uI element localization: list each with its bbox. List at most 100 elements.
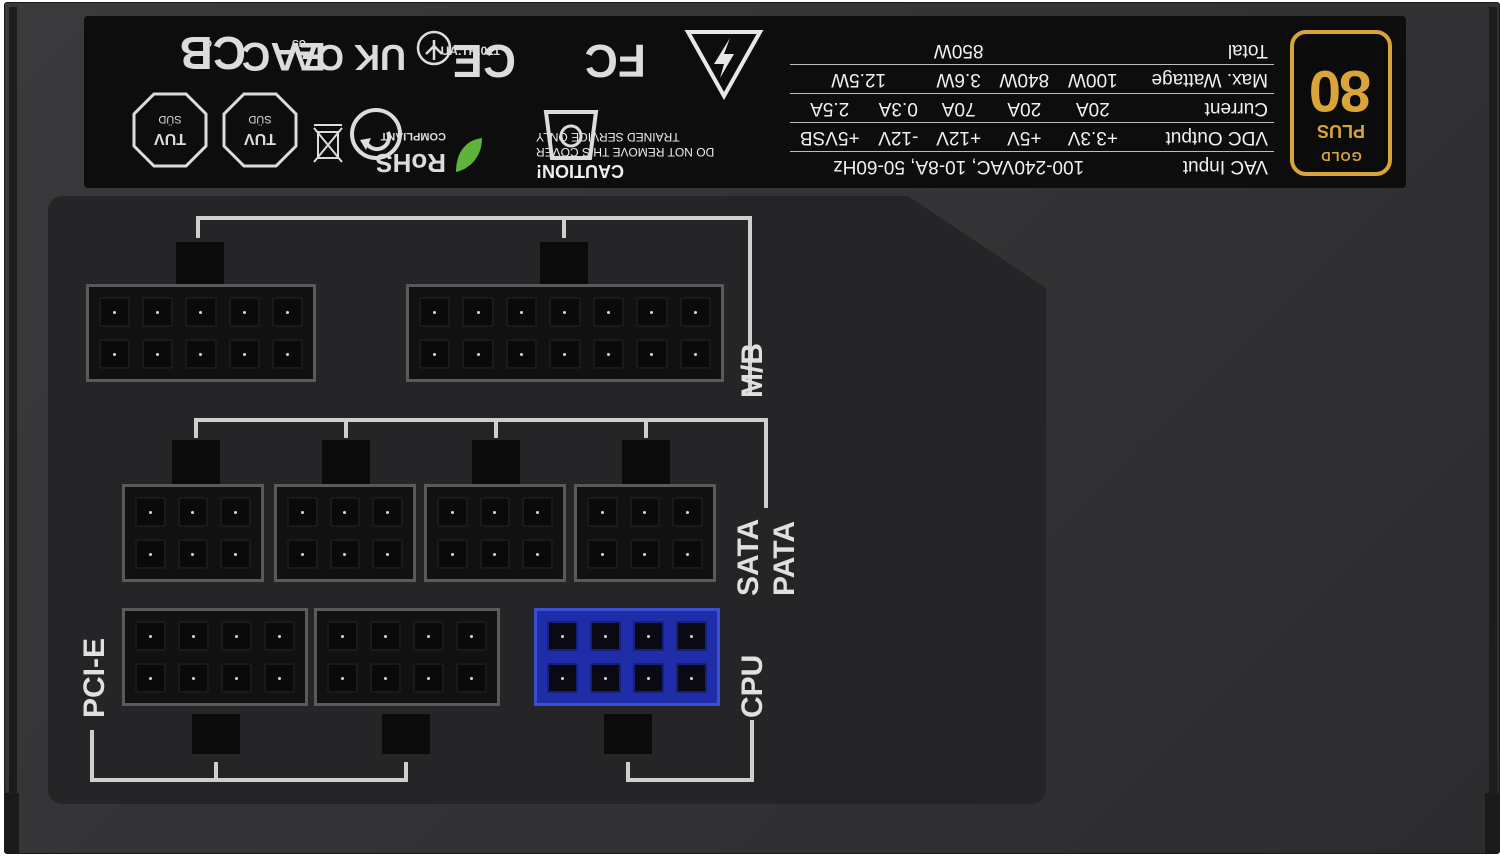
connector-pin	[676, 663, 707, 693]
connector-pin	[413, 663, 444, 693]
badge-plus-text: PLUS	[1317, 121, 1366, 141]
connector-pin	[676, 621, 707, 651]
sata-label: SATA	[732, 518, 765, 596]
connector-pin	[228, 297, 260, 327]
connector-pin	[505, 339, 538, 369]
connector-pin	[142, 339, 174, 369]
group-bracket-line	[644, 418, 648, 438]
connector-pin	[505, 297, 538, 327]
connector-pin	[547, 663, 578, 693]
rohs-mark-icon: RoHS	[375, 148, 446, 178]
connector-pin	[177, 539, 209, 569]
leaf-icon	[456, 138, 482, 172]
spec-cell: 840W	[990, 64, 1059, 94]
connector-pin	[185, 339, 217, 369]
connector-pin	[679, 339, 711, 369]
connector-pin	[220, 539, 251, 569]
pcie-connector-1	[122, 608, 308, 706]
group-bracket-line	[214, 762, 218, 782]
pcie-label: PCI-E	[78, 637, 111, 718]
group-bracket-line	[626, 778, 754, 782]
spec-row-header: Total	[1227, 40, 1268, 61]
spec-cell: 70A	[927, 93, 991, 123]
connector-pin	[372, 497, 403, 527]
connector-pin	[177, 497, 209, 527]
connector-pin	[287, 497, 318, 527]
connector-pin	[437, 497, 468, 527]
connector-pin	[228, 339, 260, 369]
badge-gold-text: GOLD	[1320, 149, 1362, 164]
mb-label: M/B	[736, 343, 769, 398]
ce-mark-icon: CE	[452, 35, 516, 87]
connector-pin	[636, 297, 668, 327]
connector-pin	[372, 539, 403, 569]
cb-mark-icon: CB	[179, 27, 246, 79]
spec-cell: 3.6W	[927, 64, 991, 94]
connector-pin	[456, 621, 487, 651]
tuv-sud-mark-icon: TUV SÜD	[132, 92, 208, 168]
group-bracket-line	[90, 778, 408, 782]
connector-pin	[178, 621, 209, 651]
group-bracket-line	[344, 418, 348, 438]
connector-latch	[622, 440, 670, 484]
connector-pin	[99, 297, 131, 327]
spec-row: VDC Output+3.3V+5V+12V-12V+5VSB	[790, 122, 1274, 152]
connector-pin	[636, 339, 668, 369]
connector-pin	[135, 497, 166, 527]
group-bracket-line	[562, 216, 566, 238]
group-bracket-line	[196, 216, 200, 238]
connector-pin	[679, 297, 711, 327]
group-bracket-line	[764, 418, 768, 508]
recycle-icon	[350, 108, 402, 160]
connector-pin	[185, 297, 217, 327]
svg-text:SÜD: SÜD	[248, 113, 271, 125]
connector-pin	[549, 297, 581, 327]
group-bracket-line	[750, 720, 754, 782]
spec-cell: +3.3V	[1058, 122, 1128, 152]
connector-pin	[135, 539, 166, 569]
group-bracket-line	[748, 216, 752, 396]
connector-pin	[462, 297, 494, 327]
connector-pin	[327, 663, 358, 693]
group-bracket-line	[494, 418, 498, 438]
connector-pin	[592, 297, 625, 327]
group-bracket-line	[404, 762, 408, 782]
connector-pin	[672, 539, 703, 569]
connector-pin	[178, 663, 209, 693]
group-bracket-line	[626, 762, 630, 782]
fcc-mark-icon: FC	[584, 35, 646, 87]
connector-pin	[419, 297, 451, 327]
spec-cell: 20A	[1058, 93, 1128, 123]
tuv-sud-cus-mark-icon: TUV SÜD	[222, 92, 298, 168]
group-bracket-line	[194, 418, 198, 438]
connector-latch	[176, 242, 224, 286]
high-voltage-warning-icon	[684, 30, 764, 100]
group-bracket-line	[194, 418, 766, 422]
80plus-gold-badge: GOLD PLUS 80	[1290, 30, 1392, 176]
connector-pin	[264, 663, 295, 693]
connector-pin	[587, 497, 618, 527]
spec-cell: 2.5A	[790, 93, 870, 123]
connector-pin	[135, 621, 166, 651]
connector-pin	[590, 621, 621, 651]
connector-pin	[264, 621, 295, 651]
left-foot	[5, 793, 19, 853]
connector-pin	[587, 539, 618, 569]
right-foot	[1485, 793, 1499, 853]
mb-16pin-connector	[406, 284, 724, 382]
connector-pin	[413, 621, 444, 651]
tuv-c-text: C	[204, 37, 212, 48]
svg-text:SÜD: SÜD	[158, 113, 181, 125]
connector-pin	[672, 497, 703, 527]
connector-pin	[99, 339, 131, 369]
connector-pin	[590, 663, 621, 693]
rohs-compliant-text: COMPLIANT	[380, 130, 446, 142]
connector-pin	[462, 339, 494, 369]
connector-pin	[629, 539, 661, 569]
connector-latch	[172, 440, 220, 484]
